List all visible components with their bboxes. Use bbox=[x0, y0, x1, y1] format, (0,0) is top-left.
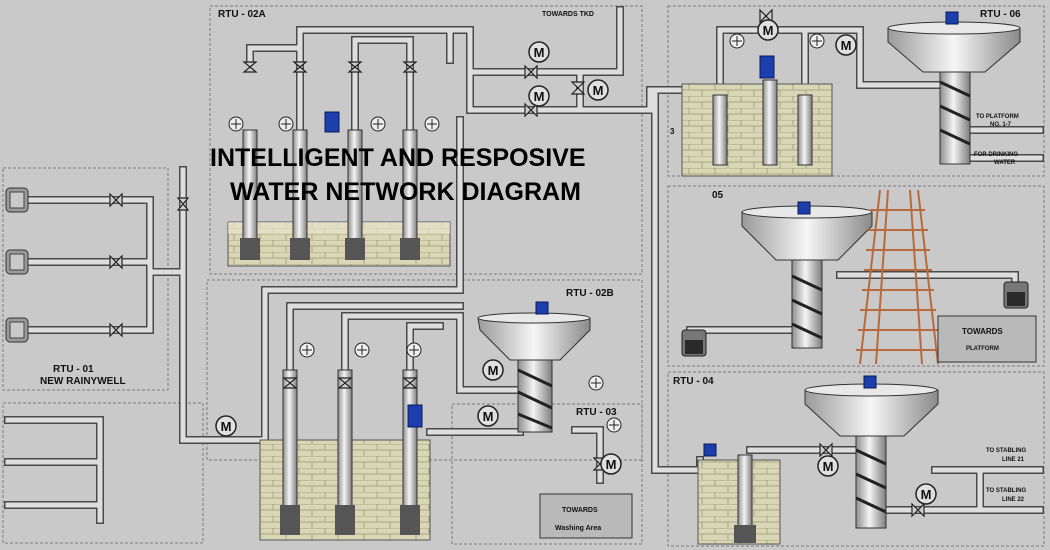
rtu02a-well bbox=[227, 129, 451, 267]
valves bbox=[109, 8, 925, 518]
rtu04-dest1b: LINE 21 bbox=[1002, 457, 1025, 463]
rtu04-well bbox=[697, 454, 781, 545]
motor-valve-icon: M bbox=[482, 359, 504, 381]
motor-valve-icon: M bbox=[587, 79, 609, 101]
rtu06-dest1b: NO. 1-7 bbox=[990, 122, 1012, 128]
overhead-tank-rtu02b bbox=[477, 312, 591, 433]
motor-valve-icon: M bbox=[477, 405, 499, 427]
motor-valve-icon: M bbox=[817, 455, 839, 477]
rtu02a-note: TOWARDS TKD bbox=[542, 11, 594, 18]
svg-text:M: M bbox=[534, 45, 545, 60]
motor-valve-icon: M bbox=[528, 85, 550, 107]
flow-meter-icon bbox=[729, 33, 745, 49]
rtu06-well bbox=[681, 79, 833, 177]
rtu02b-label: RTU - 02B bbox=[566, 288, 614, 299]
flow-meter-icon bbox=[406, 342, 422, 358]
rtu05-dest1: TOWARDS bbox=[962, 327, 1003, 336]
motor-valve-icon: M bbox=[528, 41, 550, 63]
rtu01-label: RTU - 01 bbox=[53, 364, 94, 375]
level-sensor-icon bbox=[797, 201, 811, 215]
rtu06-label: RTU - 06 bbox=[980, 9, 1021, 20]
motor-valve-icon: M bbox=[600, 453, 622, 475]
flow-meter-icon bbox=[354, 342, 370, 358]
pump-icon bbox=[5, 317, 29, 343]
rtu03-label: RTU - 03 bbox=[576, 407, 617, 418]
flow-meter-icon bbox=[370, 116, 386, 132]
rtu04-label: RTU - 04 bbox=[673, 376, 714, 387]
flow-meter-icon bbox=[278, 116, 294, 132]
svg-text:M: M bbox=[488, 363, 499, 378]
svg-text:M: M bbox=[483, 409, 494, 424]
rtu04-dest2a: TO STABLING bbox=[986, 488, 1026, 494]
destination-box-platform bbox=[937, 315, 1037, 363]
motor-valve-icon: M bbox=[215, 415, 237, 437]
sensors bbox=[324, 11, 959, 457]
flow-meter-icon bbox=[424, 116, 440, 132]
motor-valve-icon: M bbox=[835, 34, 857, 56]
flow-meter-icon bbox=[228, 116, 244, 132]
overhead-tank-rtu06 bbox=[887, 21, 1021, 165]
rtu04-dest2b: LINE 22 bbox=[1002, 497, 1025, 503]
svg-text:M: M bbox=[763, 23, 774, 38]
title-line-1: INTELLIGENT AND RESPOSIVE bbox=[210, 144, 586, 172]
pump-icon bbox=[1003, 281, 1029, 309]
flow-meter-icon bbox=[809, 33, 825, 49]
rtu04-dest1a: TO STABLING bbox=[986, 448, 1026, 454]
rtu06-dest2a: FOR DRINKING bbox=[974, 152, 1018, 158]
motor-valves: M M M M M M M M M M M bbox=[215, 19, 937, 505]
level-sensor-icon bbox=[703, 443, 717, 457]
rtu01-sublabel: NEW RAINYWELL bbox=[40, 376, 126, 387]
rtu01-pumps bbox=[5, 187, 29, 343]
svg-text:M: M bbox=[221, 419, 232, 434]
rtu05-label: 05 bbox=[712, 190, 724, 201]
level-sensor-icon bbox=[759, 55, 775, 79]
pipe-tag: 3 bbox=[670, 127, 675, 136]
flow-meter-icon bbox=[588, 375, 604, 391]
motor-valve-icon: M bbox=[757, 19, 779, 41]
rtu06-dest1a: TO PLATFORM bbox=[976, 114, 1019, 120]
level-sensor-icon bbox=[407, 404, 423, 428]
rtu03-dest2: Washing Area bbox=[555, 525, 601, 532]
pump-icon bbox=[5, 249, 29, 275]
svg-text:M: M bbox=[921, 487, 932, 502]
level-sensor-icon bbox=[324, 111, 340, 133]
level-sensor-icon bbox=[945, 11, 959, 25]
destination-box-washing bbox=[539, 493, 633, 539]
pump-icon bbox=[681, 329, 707, 357]
railway-track bbox=[856, 189, 940, 365]
rtu06-dest2b: WATER bbox=[994, 160, 1016, 166]
rtu02b-well bbox=[259, 369, 431, 541]
title-line-2: WATER NETWORK DIAGRAM bbox=[230, 178, 581, 206]
svg-text:M: M bbox=[823, 459, 834, 474]
svg-text:M: M bbox=[606, 457, 617, 472]
rtu05-dest2: PLATFORM bbox=[966, 346, 999, 352]
svg-text:M: M bbox=[534, 89, 545, 104]
flow-meter-icon bbox=[299, 342, 315, 358]
motor-valve-icon: M bbox=[915, 483, 937, 505]
svg-text:M: M bbox=[841, 38, 852, 53]
level-sensor-icon bbox=[863, 375, 877, 389]
flow-meter-icon bbox=[606, 417, 622, 433]
svg-text:M: M bbox=[593, 83, 604, 98]
pump-icon bbox=[5, 187, 29, 213]
rtu02a-label: RTU - 02A bbox=[218, 9, 266, 20]
level-sensor-icon bbox=[535, 301, 549, 315]
flow-meters bbox=[228, 33, 825, 433]
rtu03-dest1: TOWARDS bbox=[562, 507, 598, 514]
